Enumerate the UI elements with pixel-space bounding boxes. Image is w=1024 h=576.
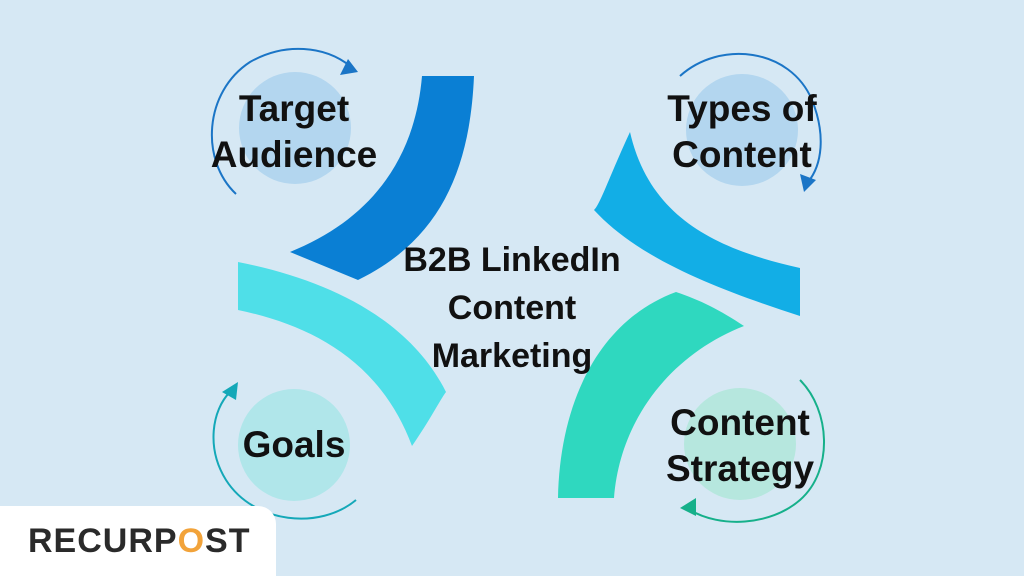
- types-of-content-line-2: Content: [672, 134, 812, 175]
- center-title-line-1: B2B LinkedIn: [403, 241, 621, 279]
- goals-circle: [238, 389, 350, 501]
- segment-bottom-right: [558, 292, 744, 498]
- target-audience-line-1: Target: [238, 88, 350, 129]
- content-strategy-circle: [684, 388, 796, 500]
- types-of-content-line-1: Types of: [667, 88, 817, 129]
- target-audience-label: Target Audience: [196, 86, 392, 178]
- center-title-line-2: Content: [447, 289, 577, 327]
- recurpost-logo: RECURPOST: [28, 522, 250, 561]
- goals-arrowhead: [222, 382, 238, 400]
- target-audience-line-2: Audience: [210, 134, 378, 175]
- center-title: B2B LinkedIn Content Marketing: [362, 236, 662, 380]
- segment-bottom-left: [238, 262, 446, 446]
- logo-panel: RECURPOST: [0, 506, 276, 576]
- segment-top-right: [594, 132, 800, 316]
- types-of-content-circle: [686, 74, 798, 186]
- content-strategy-arrow: [689, 379, 825, 523]
- logo-part-3: ST: [205, 522, 251, 560]
- logo-clock-o: O: [177, 522, 206, 560]
- types-of-content-label: Types of Content: [646, 86, 838, 178]
- target-audience-circle: [239, 72, 351, 184]
- target-audience-arrow: [210, 47, 351, 195]
- types-of-content-arrow: [679, 52, 822, 183]
- goals-label: Goals: [224, 422, 364, 468]
- center-title-line-3: Marketing: [431, 337, 593, 375]
- content-strategy-line-2: Strategy: [665, 448, 815, 489]
- content-strategy-label: Content Strategy: [646, 400, 834, 492]
- types-of-content-arrowhead: [800, 174, 816, 192]
- goals-line-1: Goals: [242, 424, 346, 465]
- target-audience-arrowhead: [340, 59, 358, 75]
- goals-arrow: [212, 391, 357, 520]
- segment-top-left: [290, 76, 474, 280]
- logo-part-1: RECURP: [28, 522, 178, 560]
- content-strategy-arrowhead: [680, 498, 696, 516]
- content-strategy-line-1: Content: [670, 402, 810, 443]
